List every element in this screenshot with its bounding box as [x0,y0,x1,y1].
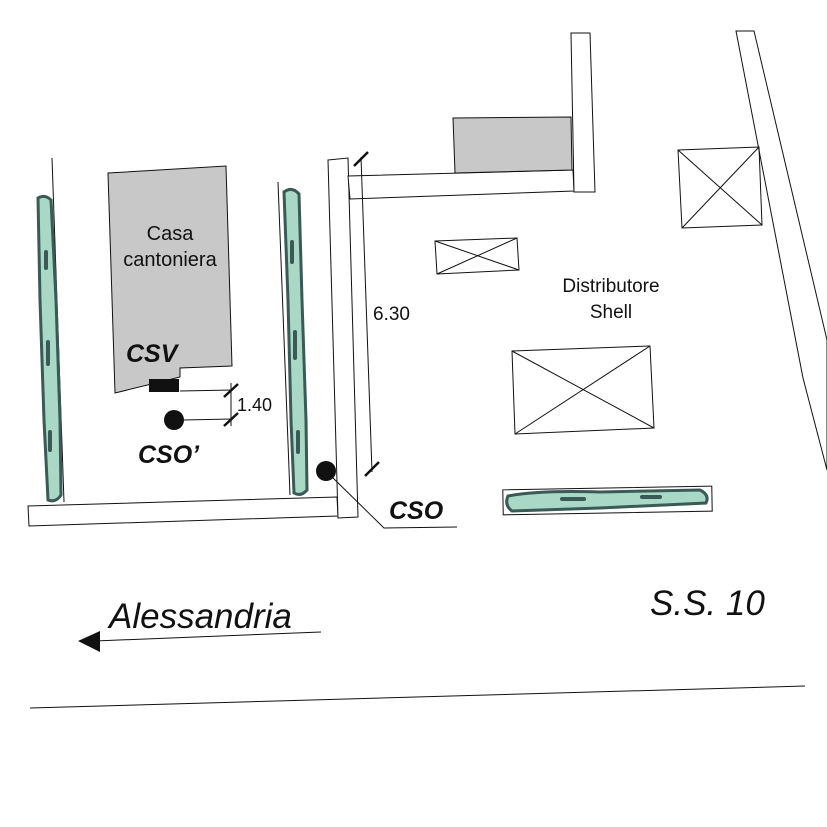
direction-arrow-line [94,631,322,642]
station-label-line2: Shell [590,302,632,323]
cso-prime-point [164,410,184,430]
road-label: S.S. 10 [650,584,765,623]
cso-label: CSO [389,497,444,525]
csv-label: CSV [126,340,180,368]
hedge-bottom-right [502,485,713,516]
central-wall [327,157,359,519]
road-edge-line [29,685,806,709]
dimension-1-40 [179,383,239,427]
bottom-wall [27,496,339,527]
casa-cantoniera-building [107,165,233,394]
cso-leader-line [329,474,458,529]
cso-prime-label: CSO’ [138,441,200,469]
house-label-line1: Casa [147,223,195,245]
csv-marker [149,379,179,392]
top-right-wall [570,32,596,193]
dimension-small-label: 1.40 [237,395,272,415]
house-label-line2: cantoniera [123,249,217,271]
gray-building [452,116,573,174]
canopy-box-large [511,345,655,435]
hedge-left [36,194,63,503]
direction-arrow-head [78,631,100,652]
direction-label: Alessandria [107,597,292,636]
dimension-6-30 [353,151,380,477]
pump-box-small [434,237,520,275]
hedge-middle [282,187,309,496]
right-house-boundary-line [277,181,291,496]
station-label-line1: Distributore [562,276,659,297]
dimension-large-label: 6.30 [373,304,410,325]
right-road-edge [735,30,827,471]
upper-wall [347,169,575,200]
canopy-box-right [677,146,763,229]
